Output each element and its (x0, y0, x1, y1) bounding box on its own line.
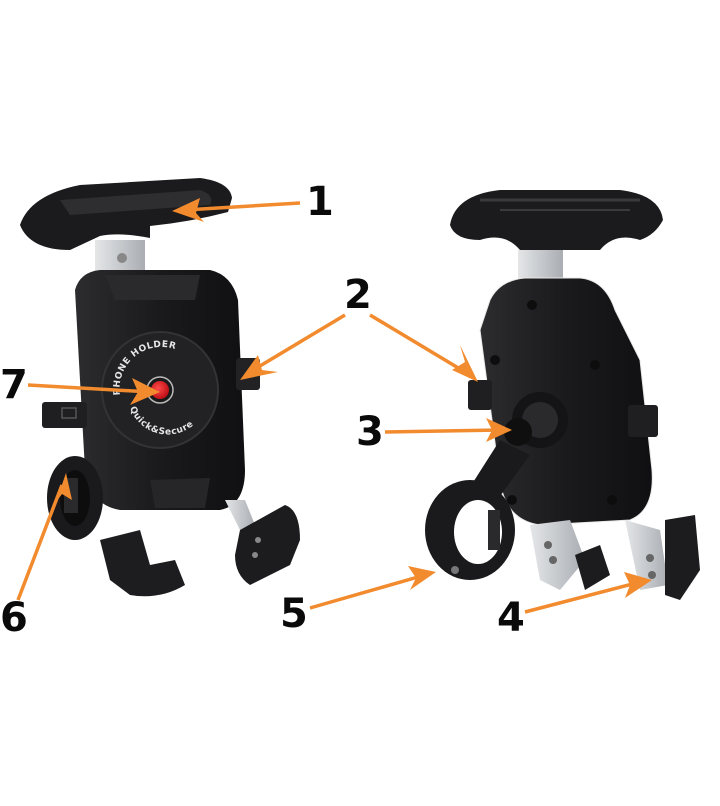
front-right-claw (235, 505, 300, 585)
callout-6: 6 (0, 595, 28, 641)
back-left-claw-plate (530, 520, 585, 590)
callout-1: 1 (306, 179, 334, 225)
release-button (151, 381, 169, 399)
clamp-hinge (451, 566, 459, 574)
top-clamp-pad (20, 178, 232, 250)
callout-7: 7 (0, 362, 28, 408)
back-right-side-arm (628, 405, 658, 437)
back-view (425, 190, 700, 600)
callout-arrows (16, 198, 652, 614)
front-view: PHONE HOLDER Quick&Secure (20, 178, 300, 597)
front-left-claw (100, 530, 185, 597)
claw-screw (646, 554, 654, 562)
back-right-claw-plate (625, 520, 668, 590)
back-top-clamp-pad (450, 190, 663, 250)
back-left-side-arm (468, 380, 492, 410)
callout-4: 4 (497, 595, 525, 641)
callout-3: 3 (356, 409, 384, 455)
callout-5: 5 (280, 591, 308, 637)
claw-screw (648, 571, 656, 579)
left-side-arm (42, 402, 87, 428)
callout-2: 2 (344, 272, 372, 318)
